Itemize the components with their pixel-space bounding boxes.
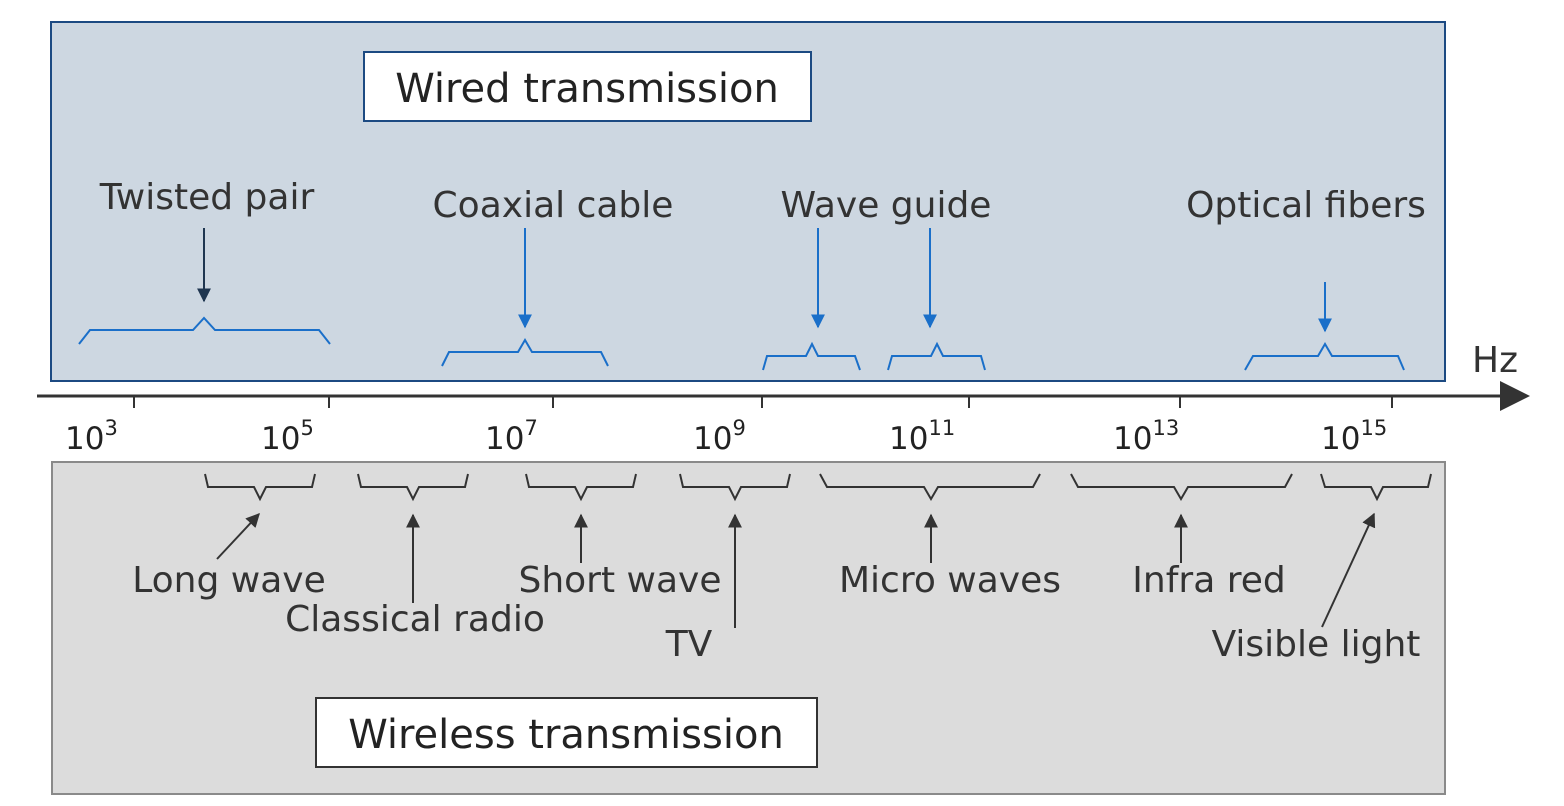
tick-label-1e9: 109 <box>693 416 746 457</box>
wireless-label-long-wave: Long wave <box>132 560 326 601</box>
arrow-long-wave <box>216 512 260 560</box>
wireless-label-visible-light: Visible light <box>1212 624 1421 665</box>
wireless-label-infra-red: Infra red <box>1132 560 1285 601</box>
wired-label-twisted-pair: Twisted pair <box>99 177 315 218</box>
brace-optical-fibers <box>1244 342 1405 371</box>
brace-infra-red <box>1070 473 1293 501</box>
brace-coaxial-cable <box>441 338 609 367</box>
wireless-title: Wireless transmission <box>348 712 784 758</box>
wired-label-wave-guide: Wave guide <box>781 185 992 226</box>
arrow-visible-light <box>1321 512 1376 628</box>
wired-title: Wired transmission <box>395 66 779 112</box>
wireless-label-short-wave: Short wave <box>518 560 721 601</box>
brace-long-wave <box>204 473 316 502</box>
brace-visible-light <box>1320 473 1432 502</box>
brace-wave-guide-2 <box>887 341 986 371</box>
tick-label-1e5: 105 <box>261 416 314 457</box>
brace-twisted-pair <box>78 316 331 345</box>
brace-tv <box>679 473 791 502</box>
tick-label-1e7: 107 <box>485 416 538 457</box>
axis-unit: Hz <box>1472 340 1518 381</box>
tick-label-1e3: 103 <box>65 416 118 457</box>
wireless-title-box <box>315 697 818 768</box>
tick-label-1e15: 1015 <box>1321 416 1387 457</box>
tick-label-1e13: 1013 <box>1113 416 1179 457</box>
wired-label-optical-fibers: Optical fibers <box>1186 185 1426 226</box>
brace-classical-radio <box>357 473 469 502</box>
wireless-label-tv: TV <box>665 624 713 665</box>
brace-short-wave <box>525 473 637 502</box>
tick-label-1e11: 1011 <box>889 416 955 457</box>
wireless-label-classical-radio: Classical radio <box>285 599 545 640</box>
wired-label-coaxial-cable: Coaxial cable <box>433 185 674 226</box>
wireless-label-micro-waves: Micro waves <box>839 560 1061 601</box>
wired-title-box <box>363 51 812 122</box>
brace-micro-waves <box>819 473 1041 501</box>
brace-wave-guide-1 <box>762 341 861 371</box>
